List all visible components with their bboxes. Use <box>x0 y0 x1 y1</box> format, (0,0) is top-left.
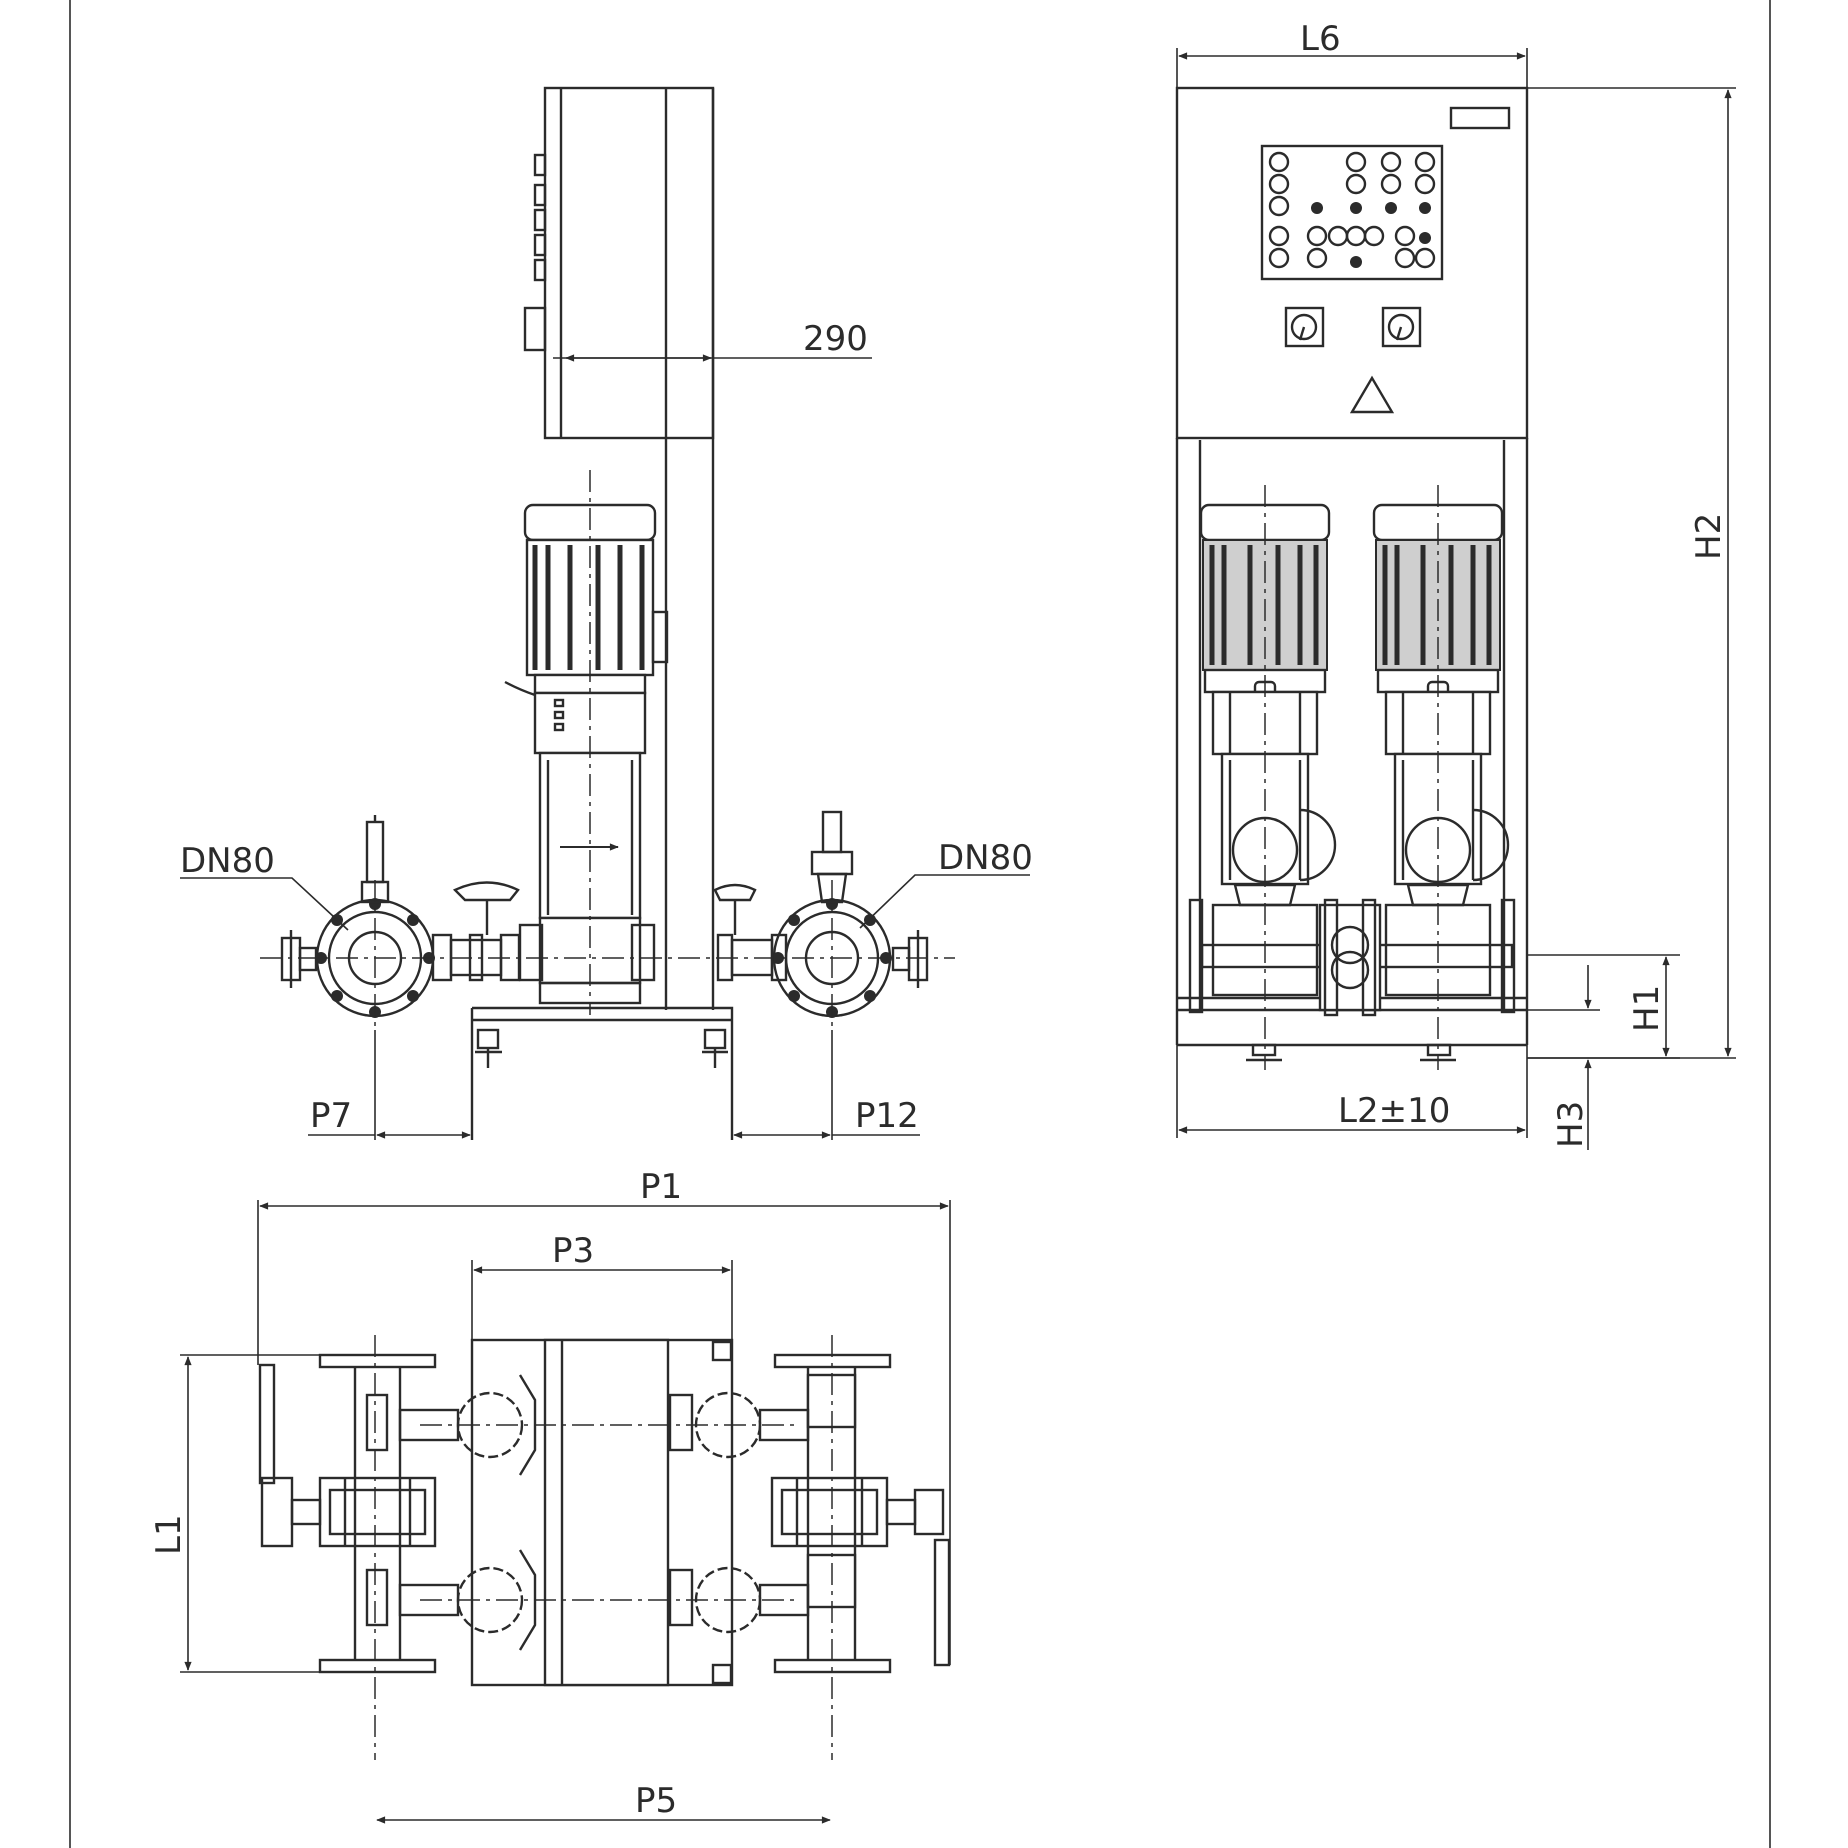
dim-h3: H3 <box>1527 965 1600 1150</box>
top-outlet-manifold <box>758 1335 951 1760</box>
front-feet <box>1246 1043 1456 1062</box>
dim-h2: H2 <box>1527 87 1736 1059</box>
warning-triangle-icon <box>1349 375 1395 414</box>
dim-p3-label: P3 <box>552 1231 594 1271</box>
side-pump-body <box>518 691 656 1005</box>
dim-p1-label: P1 <box>640 1167 682 1207</box>
indicator-panel <box>1268 151 1436 269</box>
dim-h1: H1 <box>1527 954 1680 1059</box>
side-cabinet <box>523 86 715 440</box>
dim-l2: L2±10 <box>1176 1045 1528 1138</box>
side-outlet-valve <box>713 883 788 982</box>
dim-290-label: 290 <box>803 319 868 359</box>
dim-h2-label: H2 <box>1689 513 1729 560</box>
dn80-outlet-callout: DN80 <box>859 838 1033 929</box>
dn80-inlet-callout: DN80 <box>180 841 349 931</box>
side-column <box>664 88 715 1010</box>
side-outlet-manifold <box>772 810 929 1030</box>
front-frame <box>1175 438 1529 1047</box>
dn80-outlet-label: DN80 <box>938 838 1033 878</box>
side-inlet-valve <box>431 881 521 982</box>
dim-l6-label: L6 <box>1300 19 1341 59</box>
dim-p1: P1 <box>257 1167 951 1665</box>
dim-l1-label: L1 <box>149 1514 189 1555</box>
dim-p5: P5 <box>376 1781 831 1824</box>
dim-p12: P12 <box>731 1030 920 1140</box>
dim-p7: P7 <box>308 1030 473 1140</box>
dim-p7-label: P7 <box>310 1096 352 1136</box>
dim-h3-label: H3 <box>1551 1101 1591 1148</box>
dim-l2-label: L2±10 <box>1338 1091 1450 1131</box>
frame-border <box>69 0 1771 1848</box>
dim-p12-label: P12 <box>855 1096 919 1136</box>
top-base <box>420 1338 800 1687</box>
dim-290: 290 <box>553 319 872 362</box>
side-motor <box>504 503 669 697</box>
top-view: P1 P3 L1 P5 <box>149 1167 951 1824</box>
front-pump-1 <box>1199 485 1337 1070</box>
front-pump-2 <box>1372 485 1510 1070</box>
front-cabinet <box>1175 86 1529 440</box>
selector-switch-2 <box>1381 306 1422 348</box>
dim-l6: L6 <box>1176 19 1528 88</box>
dim-p3: P3 <box>471 1231 733 1340</box>
dim-p5-label: P5 <box>635 1781 677 1821</box>
side-inlet-manifold <box>260 815 955 1030</box>
side-view: DN80 DN80 290 P7 P12 <box>180 86 1033 1140</box>
front-manifold-valve <box>1200 898 1514 1017</box>
top-inlet-manifold <box>258 1335 460 1760</box>
dn80-inlet-label: DN80 <box>180 841 275 881</box>
dim-h1-label: H1 <box>1627 985 1667 1032</box>
front-view: L6 H2 H1 H3 L2±10 <box>1175 19 1736 1150</box>
selector-switch-1 <box>1284 306 1325 348</box>
dim-l1: L1 <box>149 1354 320 1673</box>
